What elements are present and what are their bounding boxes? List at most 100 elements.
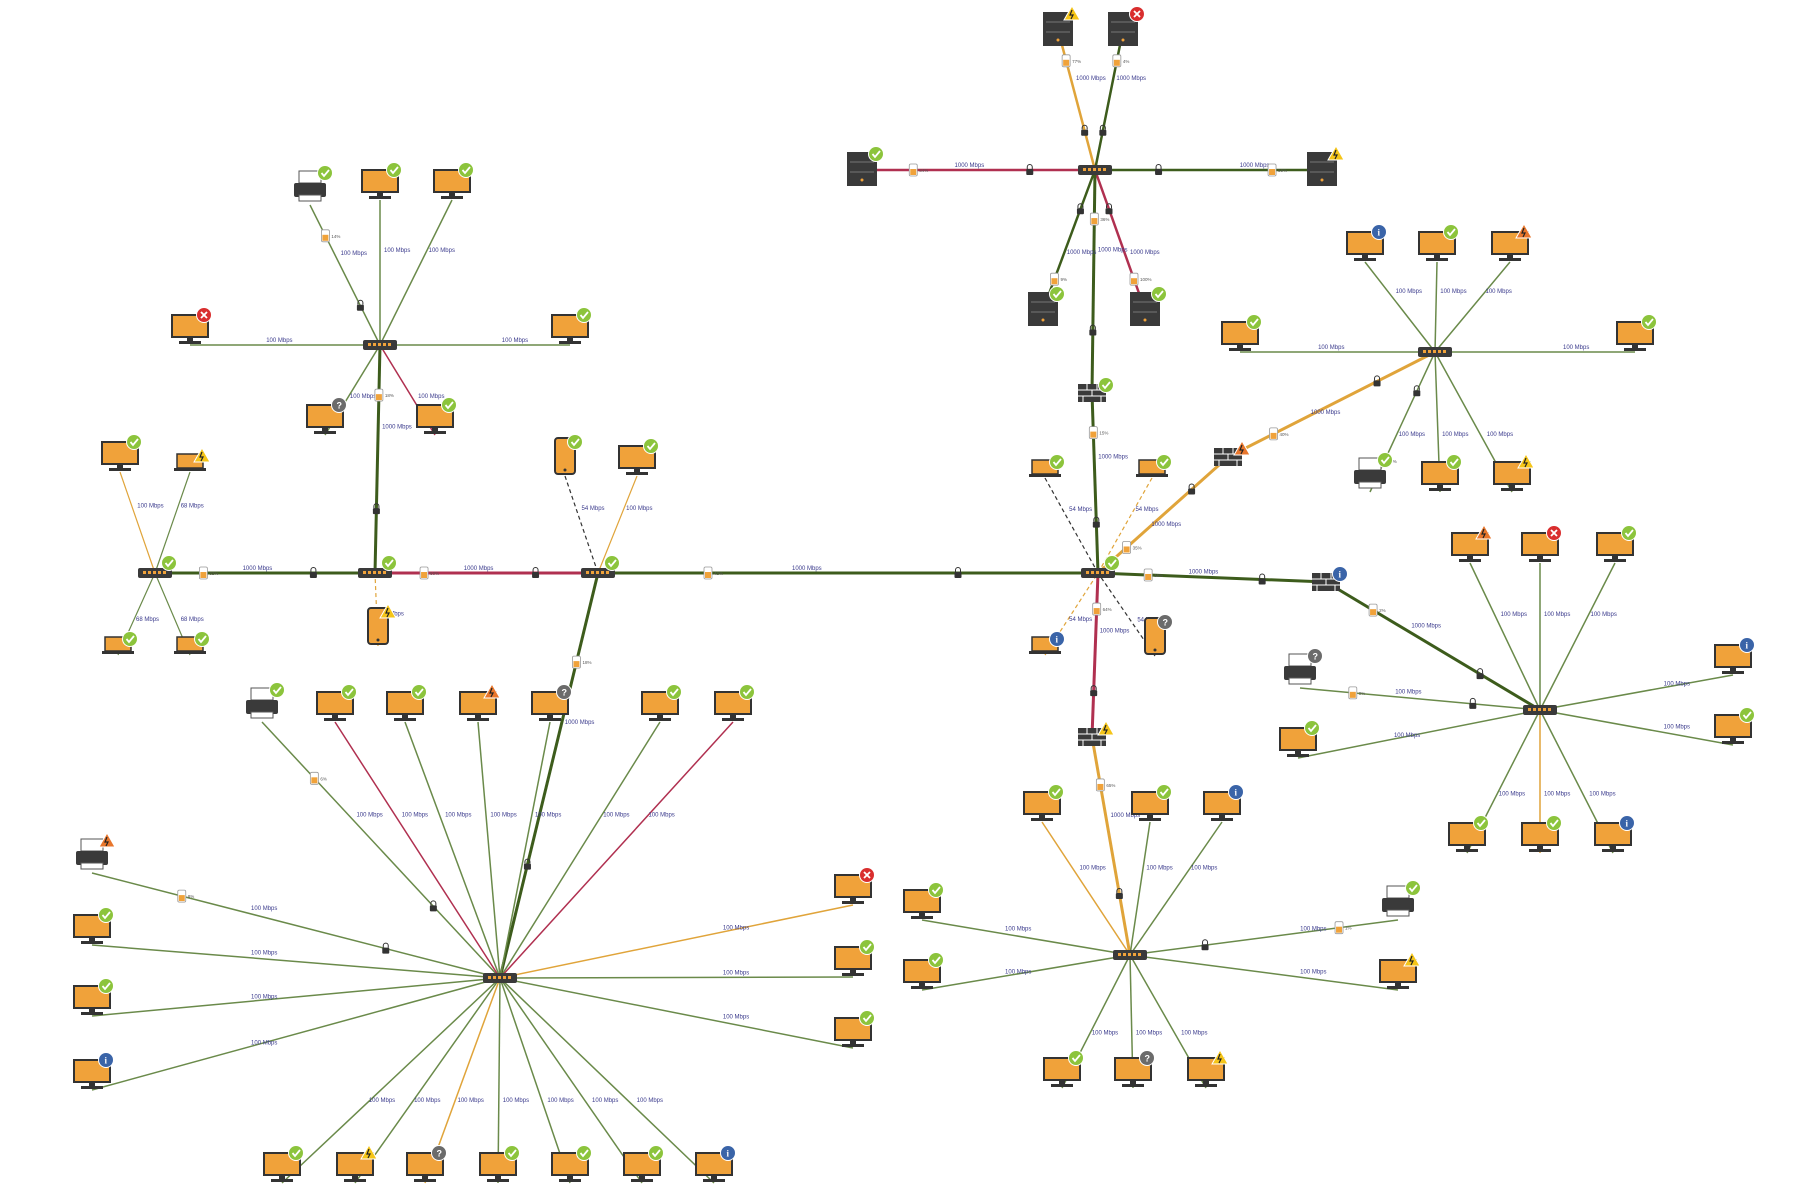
pc-node[interactable] [386,684,427,722]
laptop-node[interactable] [174,446,211,471]
link-speed-label: 1000 Mbps [1100,628,1130,634]
switch-node[interactable] [1418,347,1452,357]
pc-node[interactable]: i [1346,224,1387,262]
pc-node[interactable] [551,1145,592,1183]
server-node[interactable] [1307,144,1345,186]
pc-node[interactable] [416,397,457,435]
switch-node[interactable] [1113,950,1147,960]
switch-node[interactable] [1081,555,1120,579]
pc-node[interactable] [1448,815,1489,853]
server-node[interactable] [1028,286,1065,327]
status-ok-icon [288,1145,304,1161]
switch-node[interactable] [358,555,397,579]
pc-node[interactable]: ? [306,397,347,435]
pc-node[interactable] [1521,815,1562,853]
firewall-node[interactable] [1078,719,1115,746]
pc-node[interactable] [361,162,402,200]
laptop-node[interactable] [1136,454,1172,478]
pc-node[interactable]: i [73,1052,114,1090]
pc-node[interactable]: i [1203,784,1244,822]
pc-node[interactable] [1279,720,1320,758]
pc-node[interactable] [263,1145,304,1183]
switch-node[interactable] [483,973,517,983]
printer-node[interactable]: ? [1284,648,1323,685]
laptop-node[interactable] [102,631,138,655]
pc-node[interactable] [623,1145,664,1183]
pc-node[interactable] [73,978,114,1016]
utilization-label: 3% [1390,459,1397,464]
pc-node[interactable] [834,939,875,977]
pc-node[interactable] [1187,1048,1229,1087]
pc-node[interactable] [714,684,755,722]
pc-node[interactable] [1043,1050,1084,1088]
utilization-gauge: 16% [1143,568,1163,582]
status-ok-icon [1621,525,1637,541]
pc-node[interactable] [1493,452,1535,491]
pc-node[interactable] [1714,707,1755,745]
server-node[interactable] [1043,4,1081,46]
pc-node[interactable] [551,307,592,345]
pc-node[interactable]: i [1594,815,1635,853]
pc-node[interactable] [1521,525,1562,563]
pc-node[interactable] [73,907,114,945]
pc-node[interactable] [316,684,357,722]
pc-node[interactable] [101,434,142,472]
pc-node[interactable] [834,1010,875,1048]
link-speed-label: 100 Mbps [1005,926,1031,932]
switch-node[interactable] [1523,705,1557,715]
pc-node[interactable] [459,682,501,721]
pc-node[interactable]: i [1714,637,1755,675]
phone-node[interactable] [554,434,583,475]
pc-node[interactable] [1023,784,1064,822]
pc-node[interactable] [433,162,474,200]
pc-node[interactable] [834,867,875,905]
status-info-icon: i [720,1145,736,1161]
pc-node[interactable] [903,952,944,990]
firewall-node[interactable]: i [1312,566,1348,592]
pc-node[interactable] [1421,454,1462,492]
phone-node[interactable] [367,602,397,645]
pc-node[interactable] [1131,784,1172,822]
pc-node[interactable] [171,307,212,345]
pc-node[interactable]: ? [1114,1050,1155,1088]
utilization-label: 14% [331,234,340,239]
link-speed-label: 100 Mbps [490,812,516,818]
printer-node[interactable] [1354,452,1393,489]
pc-node[interactable] [1379,950,1421,989]
printer-node[interactable] [246,682,285,719]
switch-node[interactable] [581,555,620,579]
pc-node[interactable]: ? [531,684,572,722]
laptop-node[interactable]: i [1029,631,1065,655]
pc-node[interactable] [1418,224,1459,262]
printer-node[interactable] [294,165,333,202]
pc-node[interactable] [479,1145,520,1183]
printer-node[interactable] [76,831,116,870]
link-speed-label: 100 Mbps [1591,612,1617,618]
pc-node[interactable] [903,882,944,920]
pc-node[interactable]: i [695,1145,736,1183]
laptop-node[interactable] [174,631,210,655]
phone-node[interactable]: ? [1144,614,1173,655]
server-node[interactable] [1108,6,1145,47]
server-node[interactable] [847,146,884,187]
switch-node[interactable] [1078,165,1112,175]
printer-node[interactable] [1382,880,1421,917]
switch-node[interactable] [363,340,397,350]
pc-node[interactable] [1491,222,1533,261]
pc-node[interactable]: ? [406,1145,447,1183]
laptop-node[interactable] [1029,454,1065,478]
pc-node[interactable] [336,1143,378,1182]
pc-node[interactable] [1616,314,1657,352]
pc-node[interactable] [641,684,682,722]
server-node[interactable] [1130,286,1167,327]
firewall-node[interactable] [1214,439,1251,466]
pc-node[interactable] [618,438,659,476]
firewall-node[interactable] [1078,377,1114,403]
status-ok-icon [126,434,142,450]
pc-node[interactable] [1221,314,1262,352]
pc-node[interactable] [1451,523,1493,562]
switch-icon [1523,705,1557,715]
utilization-label: 77% [1072,59,1081,64]
switch-node[interactable] [138,555,177,579]
pc-node[interactable] [1596,525,1637,563]
